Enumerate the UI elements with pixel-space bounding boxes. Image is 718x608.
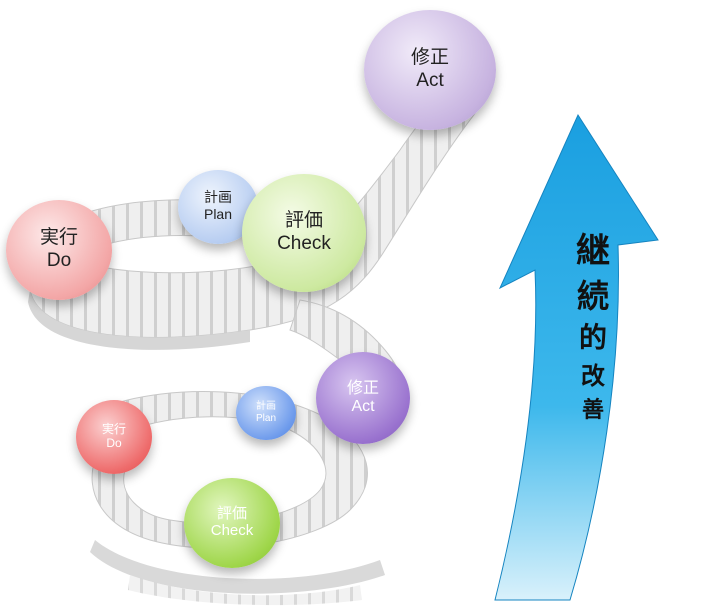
arrow-char-1: 継: [576, 231, 610, 271]
upper-plan-en: Plan: [203, 206, 233, 223]
lower-do-en: Do: [106, 436, 122, 451]
lower-plan-node: 計画 Plan: [236, 386, 296, 440]
upper-act-jp: 修正: [410, 46, 449, 69]
lower-check-jp: 評価: [216, 504, 247, 522]
arrow-char-2: 続: [576, 277, 609, 315]
lower-check-node: 評価 Check: [184, 478, 280, 568]
upper-do-node: 実行 Do: [6, 200, 112, 300]
arrow-char-5: 善: [581, 398, 604, 423]
lower-act-en: Act: [351, 398, 375, 416]
upper-do-jp: 実行: [39, 226, 78, 249]
upper-plan-jp: 計画: [204, 190, 232, 207]
lower-do-jp: 実行: [101, 421, 126, 436]
arrow-char-3: 的: [578, 321, 607, 354]
lower-check-en: Check: [210, 522, 254, 540]
lower-plan-en: Plan: [255, 412, 276, 424]
upper-act-en: Act: [416, 70, 444, 92]
lower-do-node: 実行 Do: [76, 400, 152, 474]
upper-act-node: 修正 Act: [364, 10, 496, 130]
continuous-improvement-label: 継 続 的 改 善: [563, 228, 623, 428]
upward-arrow-icon: [494, 113, 659, 601]
upper-check-jp: 評価: [284, 209, 323, 232]
arrow-char-4: 改: [581, 362, 605, 390]
lower-plan-jp: 計画: [256, 401, 276, 412]
lower-act-node: 修正 Act: [316, 352, 410, 444]
upper-check-node: 評価 Check: [242, 174, 366, 292]
upper-do-en: Do: [46, 250, 72, 272]
lower-act-jp: 修正: [346, 377, 379, 397]
upper-check-en: Check: [277, 233, 331, 255]
